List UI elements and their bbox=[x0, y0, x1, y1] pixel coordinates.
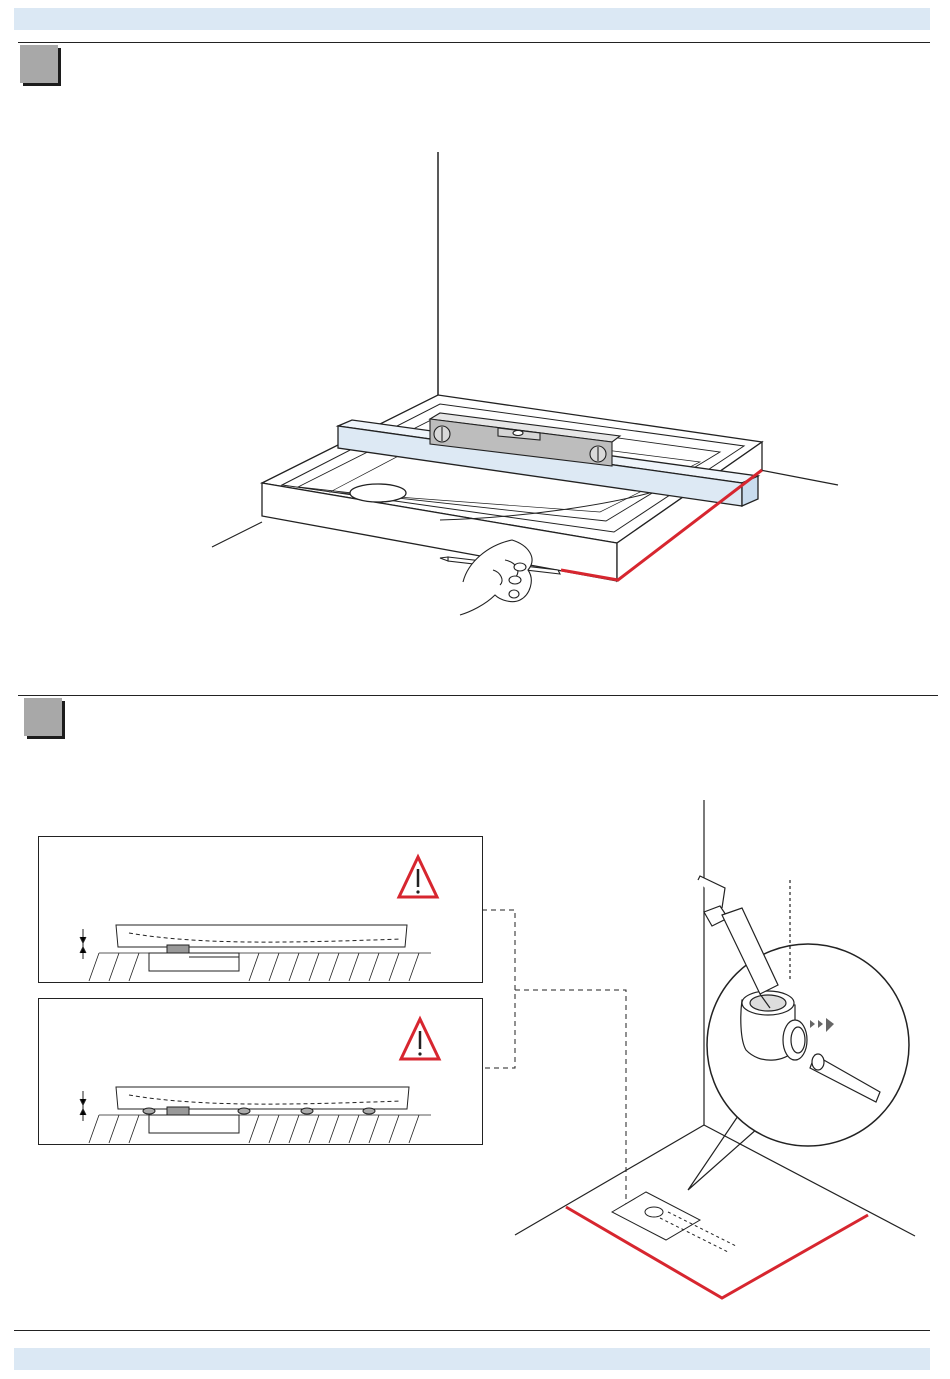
section-divider-bottom bbox=[14, 1330, 930, 1331]
magnifier-icon bbox=[707, 944, 909, 1146]
dashed-connector bbox=[482, 910, 626, 1212]
footer-band bbox=[14, 1348, 930, 1370]
marking-line bbox=[566, 1207, 868, 1298]
